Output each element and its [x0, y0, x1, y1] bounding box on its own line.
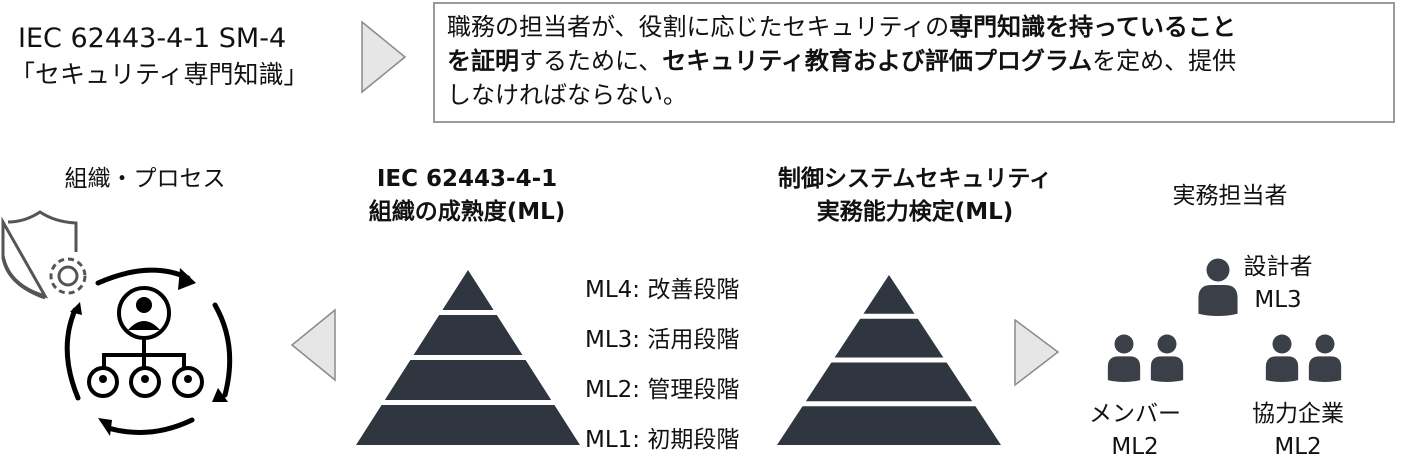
- pyramid-tier: [384, 360, 552, 400]
- person-icon: [1198, 258, 1238, 316]
- arrow-right-icon: [361, 20, 407, 94]
- org-maturity-title: IEC 62443-4-1: [376, 166, 558, 192]
- level-label: ML3: 活用段階: [585, 327, 740, 353]
- requirement-code: IEC 62443-4-1 SM-4: [18, 23, 287, 54]
- statement-text: しなければならない。: [447, 81, 687, 109]
- shield-icon: [1, 210, 78, 300]
- person-icon: [1308, 334, 1342, 382]
- person-icon: [1265, 334, 1299, 382]
- partner-level: ML2: [1274, 434, 1322, 460]
- level-label: ML4: 改善段階: [585, 277, 740, 303]
- pyramid-tier: [777, 406, 1001, 445]
- level-label: ML2: 管理段階: [585, 377, 740, 403]
- requirement-statement: 職務の担当者が、役割に応じたセキュリティの専門知識を持っていること を証明するた…: [433, 2, 1395, 123]
- statement-emphasis: 専門知識を持っていること: [949, 13, 1236, 41]
- staff-icons: [1107, 258, 1342, 382]
- statement-text: 職務の担当者が、役割に応じたセキュリティの: [447, 13, 950, 41]
- pyramid-tier: [356, 405, 580, 445]
- pyramid-tier: [442, 270, 494, 310]
- designer-level: ML3: [1254, 287, 1302, 313]
- person-icon: [1107, 334, 1141, 382]
- person-icon: [1150, 334, 1184, 382]
- cycle-arrows-icon: [64, 267, 233, 435]
- statement-text: するために、: [519, 47, 663, 75]
- pyramid-tier: [863, 275, 915, 314]
- designer-role: 設計者: [1243, 254, 1313, 280]
- org-maturity-subtitle: 組織の成熟度(ML): [368, 199, 566, 225]
- level-label: ML1: 初期段階: [585, 427, 740, 453]
- gear-icon: [49, 257, 87, 295]
- partner-role: 協力企業: [1252, 401, 1344, 427]
- pyramid-tier: [805, 362, 973, 402]
- arrow-left-icon: [290, 308, 336, 382]
- org-chart-icon: [87, 286, 204, 398]
- member-level: ML2: [1111, 434, 1159, 460]
- practical-subtitle: 実務能力検定(ML): [816, 199, 1014, 225]
- maturity-pyramid-right: [777, 275, 1001, 445]
- pyramid-tier: [413, 315, 523, 355]
- statement-emphasis: を証明: [447, 47, 519, 75]
- requirement-name: 「セキュリティ専門知識」: [10, 60, 309, 89]
- staff-heading: 実務担当者: [1172, 183, 1288, 209]
- maturity-pyramid-left: [356, 270, 580, 445]
- arrow-right-icon: [1014, 318, 1060, 387]
- pyramid-tier: [834, 318, 944, 358]
- member-role: メンバー: [1089, 401, 1181, 427]
- statement-text: を定め、提供: [1092, 47, 1237, 75]
- practical-title: 制御システムセキュリティ: [778, 166, 1052, 192]
- org-heading: 組織・プロセス: [64, 166, 226, 192]
- statement-emphasis: セキュリティ教育および評価プログラム: [662, 47, 1093, 75]
